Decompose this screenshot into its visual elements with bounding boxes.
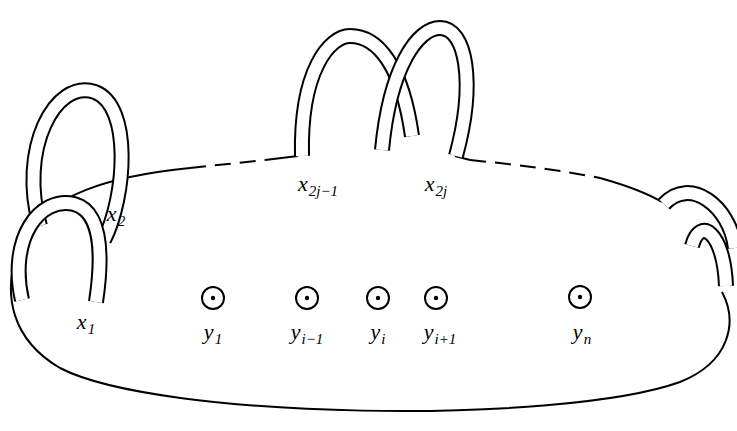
label-subscript: 2j: [436, 183, 448, 199]
puncture: [367, 287, 389, 309]
label-subscript: 2: [118, 213, 126, 229]
label-subscript: 1: [88, 321, 96, 337]
handle-band-edge: [692, 231, 726, 286]
variable-label: yi−1: [291, 321, 324, 343]
puncture: [202, 287, 224, 309]
variable-label: y1: [204, 321, 222, 343]
variable-label: x2j: [425, 173, 447, 195]
label-base: x: [298, 171, 308, 196]
dashed-outline: [470, 160, 600, 178]
label-subscript: i+1: [434, 331, 456, 347]
label-base: x: [77, 309, 87, 334]
puncture-dots: [211, 295, 582, 300]
handle-band: [19, 203, 100, 302]
dashed-outline: [190, 160, 265, 168]
label-subscript: i: [381, 331, 385, 347]
variable-label: yn: [573, 321, 591, 343]
label-base: y: [291, 319, 301, 344]
handles: [19, 28, 735, 302]
puncture-dot: [376, 296, 380, 300]
variable-label: yi: [371, 321, 386, 343]
variable-label: x2: [107, 203, 125, 225]
label-base: y: [573, 319, 583, 344]
puncture-dot: [434, 296, 438, 300]
puncture-dot: [578, 295, 582, 299]
puncture-dot: [305, 296, 309, 300]
variable-label: x1: [77, 311, 95, 333]
variable-label: yi+1: [424, 321, 457, 343]
label-subscript: 2j−1: [309, 183, 338, 199]
label-subscript: n: [584, 331, 592, 347]
surface-outline: [600, 178, 662, 202]
surface-outline: [265, 156, 298, 160]
label-base: x: [425, 171, 435, 196]
label-base: x: [107, 201, 117, 226]
label-base: y: [204, 319, 214, 344]
puncture: [296, 287, 318, 309]
handle-band-edge: [19, 203, 100, 302]
label-subscript: i−1: [301, 331, 323, 347]
variable-label: x2j−1: [298, 173, 338, 195]
label-base: y: [424, 319, 434, 344]
label-base: y: [371, 319, 381, 344]
puncture: [425, 287, 447, 309]
puncture: [569, 286, 591, 308]
punctures: [202, 286, 591, 309]
handle-band: [692, 231, 726, 286]
label-subscript: 1: [215, 331, 223, 347]
handle-band-edge: [382, 28, 467, 156]
puncture-dot: [211, 296, 215, 300]
handle-band: [382, 28, 467, 156]
